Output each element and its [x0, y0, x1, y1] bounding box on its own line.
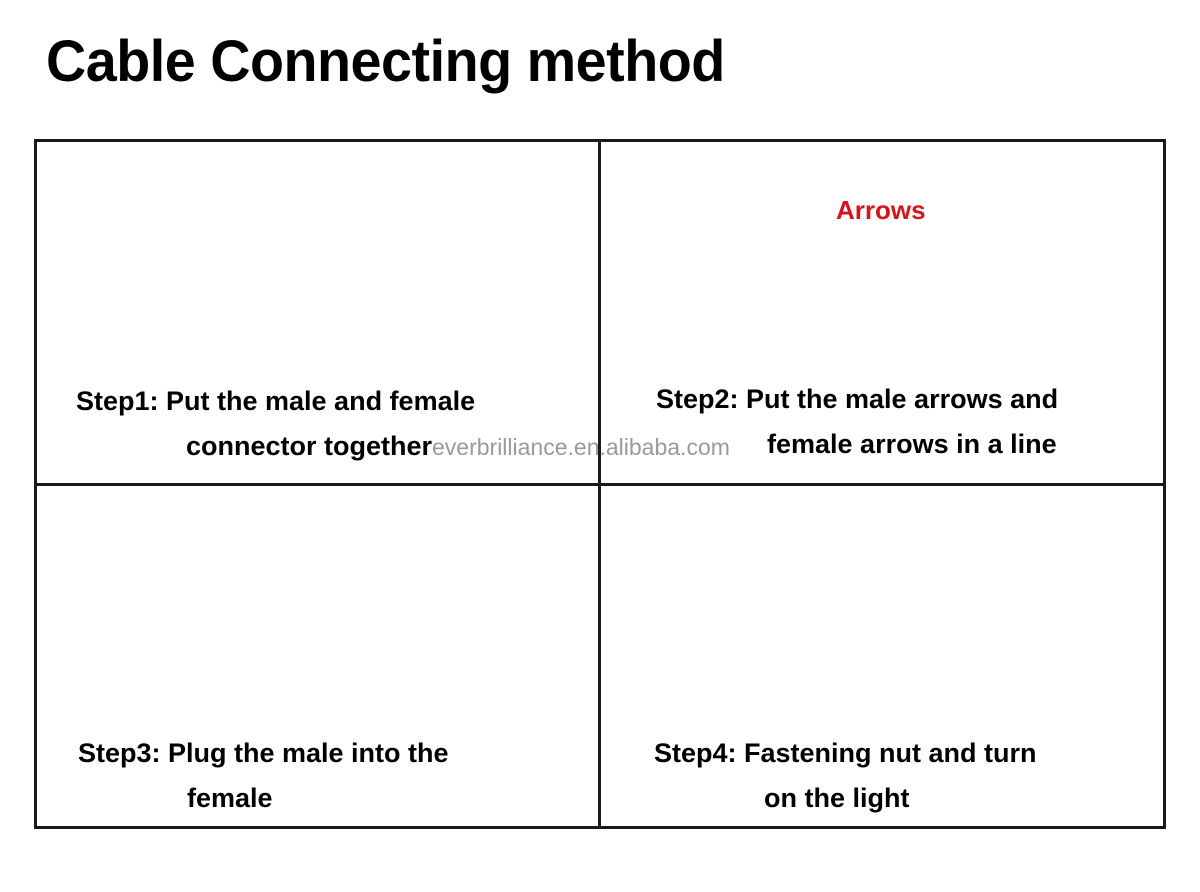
- grid-divider-horizontal: [34, 483, 1166, 486]
- step-4-caption-line1: Step4: Fastening nut and turn: [654, 738, 1037, 768]
- step-1-caption-line1: Step1: Put the male and female: [76, 386, 476, 416]
- arrows-annotation-label: Arrows: [836, 195, 926, 225]
- watermark: everbrilliance.en.alibaba.com: [432, 434, 730, 460]
- step-2-caption-line1: Step2: Put the male arrows and: [656, 384, 1059, 414]
- step-3-caption-line1: Step3: Plug the male into the: [78, 738, 449, 768]
- step-1-caption-line2: connector together: [186, 431, 433, 461]
- page-title: Cable Connecting method: [46, 29, 725, 94]
- step-3-caption-line2: female: [187, 783, 273, 813]
- step-4-caption-line2: on the light: [764, 783, 910, 813]
- step-2-caption-line2: female arrows in a line: [767, 429, 1057, 459]
